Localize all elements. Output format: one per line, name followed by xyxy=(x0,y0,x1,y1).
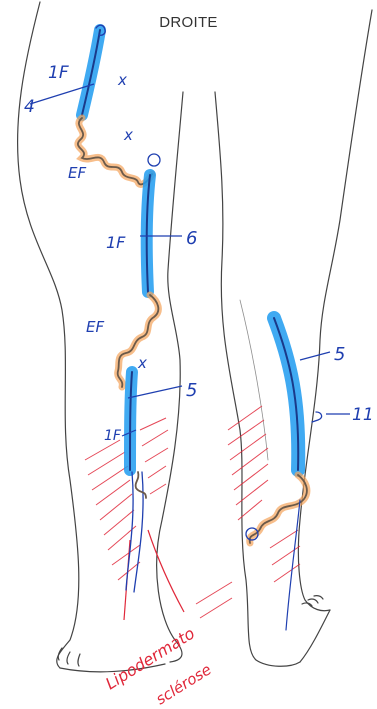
label-11: 11 xyxy=(352,405,374,425)
label-ef-lower: EF xyxy=(86,318,104,336)
x-mark-1: x xyxy=(117,71,127,89)
front-annotations: 1F 4 x x EF 1F 6 EF x 5 1F xyxy=(24,63,350,444)
x-mark-2: x xyxy=(123,126,133,144)
label-5-back: 5 xyxy=(334,344,345,365)
front-leg-veins xyxy=(78,25,160,592)
x-mark-3: x xyxy=(137,354,147,372)
label-6: 6 xyxy=(186,228,197,249)
back-annotations: 5 11 xyxy=(334,344,374,425)
red-pointer-lines xyxy=(124,530,184,620)
label-1f-low: 1F xyxy=(104,428,122,444)
red-note-line2: sclérose xyxy=(153,660,215,708)
front-leg-outline xyxy=(18,2,372,672)
label-5-front: 5 xyxy=(186,380,197,401)
label-4: 4 xyxy=(24,97,35,117)
label-1f-mid: 1F xyxy=(106,233,126,252)
label-ef-upper: EF xyxy=(68,164,86,182)
label-1f-top: 1F xyxy=(48,63,69,83)
back-leg-veins xyxy=(246,318,322,630)
